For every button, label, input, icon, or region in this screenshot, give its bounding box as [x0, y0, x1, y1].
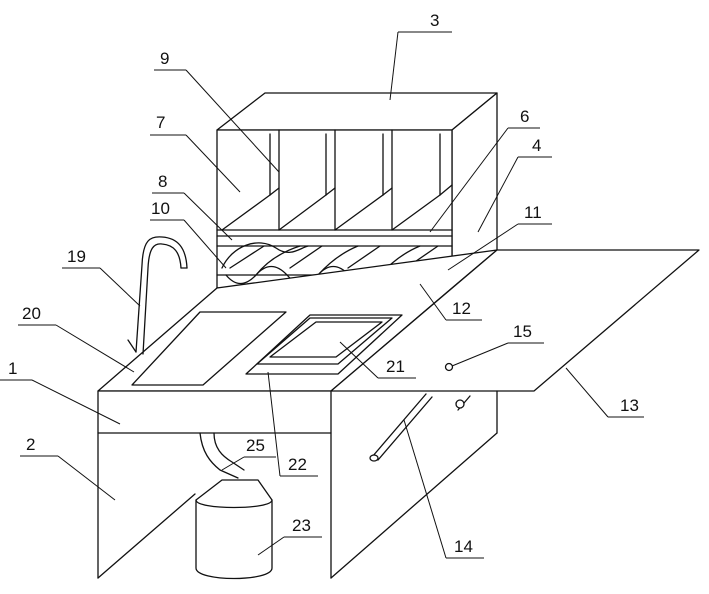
- label-13: 13: [620, 396, 639, 415]
- label-19: 19: [67, 247, 86, 266]
- label-23: 23: [292, 516, 311, 535]
- label-3: 3: [430, 11, 439, 30]
- label-1: 1: [8, 359, 17, 378]
- label-6: 6: [520, 107, 529, 126]
- label-4: 4: [532, 136, 541, 155]
- waste-bucket: [196, 480, 272, 579]
- label-25: 25: [246, 436, 265, 455]
- label-21: 21: [386, 357, 405, 376]
- label-7: 7: [156, 113, 165, 132]
- label-20: 20: [22, 304, 41, 323]
- support-rod: [370, 394, 470, 461]
- label-22: 22: [288, 455, 307, 474]
- label-12: 12: [452, 299, 471, 318]
- label-10: 10: [151, 199, 170, 218]
- label-14: 14: [454, 537, 473, 556]
- label-8: 8: [158, 172, 167, 191]
- label-15: 15: [513, 322, 532, 341]
- knob: [446, 364, 453, 371]
- drain-hose: [200, 433, 244, 478]
- label-9: 9: [160, 49, 169, 68]
- label-11: 11: [524, 203, 542, 222]
- label-2: 2: [26, 435, 35, 454]
